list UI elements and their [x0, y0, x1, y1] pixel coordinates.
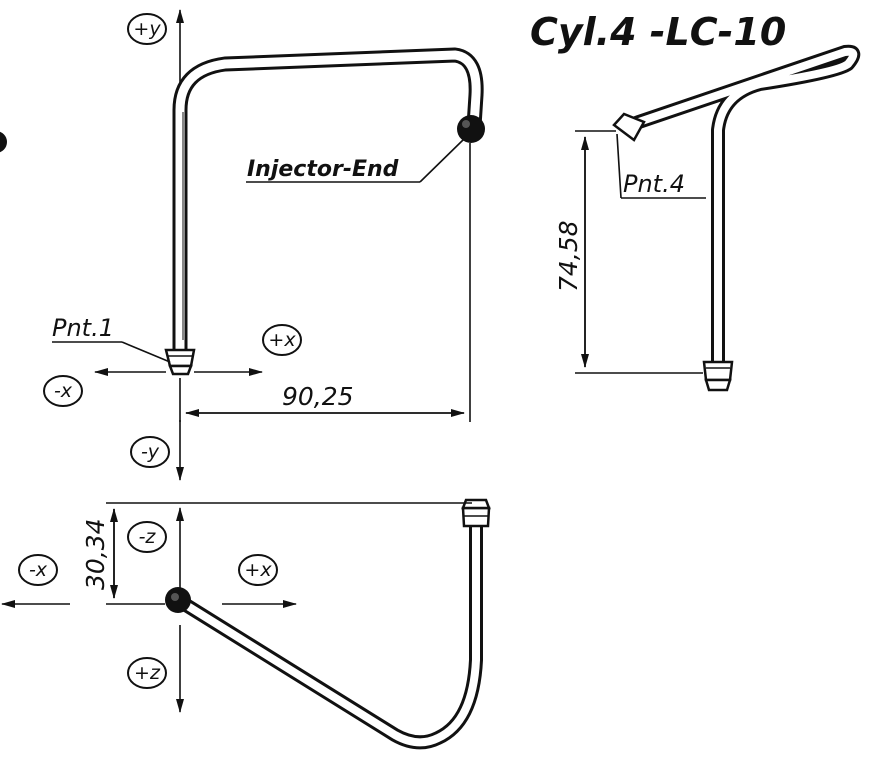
svg-text:+x: +x [244, 559, 272, 581]
svg-text:+x: +x [268, 329, 296, 351]
svg-text:-y: -y [141, 441, 160, 463]
side-view: Cyl.4 -LC-10 74,58 Pnt.4 [530, 10, 861, 392]
dimension-height: 74,58 [554, 220, 583, 292]
front-view-pipe [172, 47, 484, 358]
top-view: 30,34 -z +x -x +z [1, 498, 491, 750]
front-view: 90,25 Injector-End Pnt.1 +y +x -x -y [43, 9, 485, 481]
label-pnt1: Pnt.1 [52, 314, 114, 342]
badge-minus-x-top: -x [18, 554, 58, 586]
svg-text:-z: -z [139, 526, 157, 548]
fitting-pnt4 [612, 112, 646, 142]
svg-text:-x: -x [54, 380, 73, 402]
badge-minus-y: -y [130, 436, 170, 468]
edge-mark [0, 131, 7, 153]
fitting-top [461, 498, 491, 528]
badge-minus-x: -x [43, 375, 83, 407]
title-cyl4: Cyl.4 -LC-10 [530, 10, 786, 54]
fitting-bottom [702, 360, 734, 392]
badge-plus-x: +x [262, 324, 302, 356]
injector-end-ball [457, 115, 485, 143]
badge-plus-x-top: +x [238, 554, 278, 586]
badge-plus-z: +z [127, 657, 167, 689]
dimension-width: 90,25 [282, 382, 354, 411]
svg-text:-x: -x [29, 559, 48, 581]
svg-text:+z: +z [134, 662, 161, 684]
dimension-depth: 30,34 [81, 518, 110, 590]
label-pnt4: Pnt.4 [623, 170, 685, 198]
fitting-pnt1 [164, 348, 196, 376]
badge-minus-z: -z [127, 521, 167, 553]
label-injector-end: Injector-End [247, 157, 399, 182]
svg-text:+y: +y [133, 18, 161, 40]
badge-plus-y: +y [127, 13, 167, 45]
top-view-end-ball [165, 587, 191, 613]
